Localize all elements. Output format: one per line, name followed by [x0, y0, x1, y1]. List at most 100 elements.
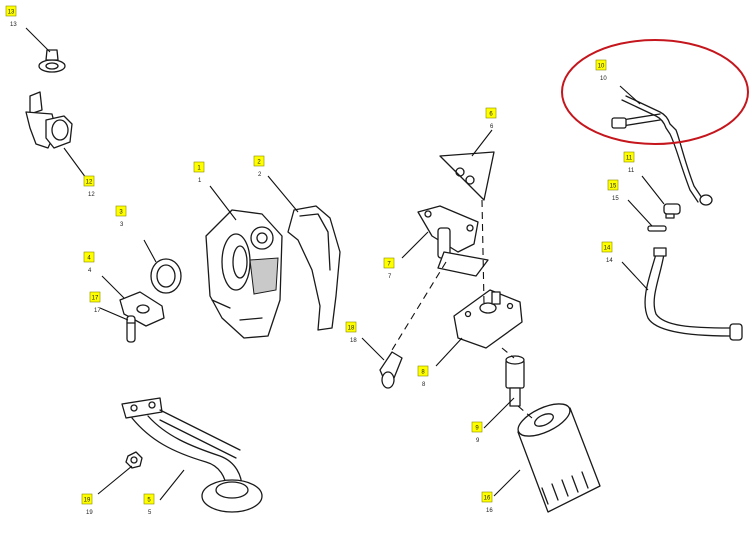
callout-number-4: 4	[88, 268, 92, 274]
callout-1: 11	[193, 161, 205, 184]
callout-number-13: 13	[10, 22, 17, 28]
part-18-fitting	[379, 351, 403, 389]
part-7-filter-adapter	[417, 205, 489, 277]
callout-number-7: 7	[388, 274, 392, 280]
callout-number-9: 9	[476, 438, 480, 444]
callout-number-3: 3	[120, 222, 124, 228]
callout-badge-text-7: 7	[387, 262, 391, 268]
callout-badge-text-3: 3	[119, 210, 123, 216]
callout-badge-17	[89, 291, 101, 303]
callout-badge-text-4: 4	[87, 256, 91, 262]
callout-10: 10 10	[595, 59, 607, 82]
callout-badge-2	[253, 155, 265, 167]
callout-8: 88	[417, 365, 429, 388]
callout-badge-15	[607, 179, 619, 191]
callout-14: 14 14	[601, 241, 613, 264]
part-16-oil-filter	[517, 403, 601, 513]
callout-badge-text-17: 17	[92, 296, 99, 302]
alignment-dashes	[391, 199, 533, 419]
callout-11: 11 11	[623, 151, 635, 174]
callout-5: 55	[143, 493, 155, 516]
callout-7: 77	[383, 257, 395, 280]
callout-badge-text-2: 2	[257, 160, 261, 166]
callout-badge-text-19: 19	[84, 498, 91, 504]
callout-number-17: 17	[94, 308, 101, 314]
callout-number-2: 2	[258, 172, 262, 178]
callout-2: 22	[253, 155, 265, 178]
callout-badge-9	[471, 421, 483, 433]
callout-number-15: 15	[612, 196, 619, 202]
part-1-oil-pump-housing	[205, 209, 283, 339]
callout-number-11: 11	[628, 168, 635, 174]
callout-badge-7	[383, 257, 395, 269]
callout-12: 12 12	[83, 175, 95, 198]
part-6-triangle-gasket	[439, 151, 495, 201]
callout-number-5: 5	[148, 510, 152, 516]
part-13-bolt-washer	[38, 49, 66, 73]
callout-badge-text-16: 16	[484, 496, 491, 502]
callout-badge-text-12: 12	[86, 180, 93, 186]
callout-badge-text-11: 11	[626, 156, 633, 162]
callout-badge-text-18: 18	[348, 326, 355, 332]
callout-badge-11	[623, 151, 635, 163]
part-2-front-cover-gasket	[287, 205, 341, 331]
leader-lines	[25, 27, 665, 501]
callout-badge-13	[5, 5, 17, 17]
callout-badge-text-9: 9	[475, 426, 479, 432]
callout-number-18: 18	[350, 338, 357, 344]
callout-badge-12	[83, 175, 95, 187]
callout-badge-19	[81, 493, 93, 505]
callout-badge-text-6: 6	[489, 112, 493, 118]
callout-3: 33	[115, 205, 127, 228]
part-12-bracket	[25, 91, 73, 149]
part-14-return-hose	[644, 247, 743, 341]
callout-13: 13 13	[5, 5, 17, 28]
callout-badge-text-10: 10	[598, 64, 605, 70]
part-5-oil-pickup-tube	[121, 397, 263, 513]
part-19-nut	[125, 451, 143, 469]
part-9-threaded-stud	[505, 355, 525, 407]
callout-number-8: 8	[422, 382, 426, 388]
callout-number-6: 6	[490, 124, 494, 130]
part-10-oil-line	[611, 95, 713, 206]
part-3-seal-ring	[150, 258, 182, 294]
part-8-filter-housing	[453, 289, 523, 349]
callout-6: 66	[485, 107, 497, 130]
callout-badge-3	[115, 205, 127, 217]
callout-9: 99	[471, 421, 483, 444]
callout-badge-5	[143, 493, 155, 505]
callout-number-19: 19	[86, 510, 93, 516]
callout-badge-text-15: 15	[610, 184, 617, 190]
callout-labels: 1313121233441717112266771818889916161919…	[5, 5, 635, 516]
part-15-pin	[647, 225, 667, 232]
callout-number-12: 12	[88, 192, 95, 198]
callout-4: 44	[83, 251, 95, 274]
callout-badge-10	[595, 59, 607, 71]
part-11-fitting-bolt	[663, 203, 681, 219]
callout-badge-text-13: 13	[8, 10, 15, 16]
callout-badge-text-14: 14	[604, 246, 611, 252]
callout-number-16: 16	[486, 508, 493, 514]
callout-badge-6	[485, 107, 497, 119]
callout-badge-8	[417, 365, 429, 377]
callout-badge-14	[601, 241, 613, 253]
callout-badge-1	[193, 161, 205, 173]
callout-number-1: 1	[198, 178, 202, 184]
highlight-circle	[561, 39, 749, 145]
callout-badge-text-8: 8	[421, 370, 425, 376]
callout-badge-text-5: 5	[147, 498, 151, 504]
callout-badge-16	[481, 491, 493, 503]
callout-badge-text-1: 1	[197, 166, 201, 172]
callout-number-10: 10	[600, 76, 607, 82]
callout-badge-4	[83, 251, 95, 263]
part-17-dowel-pin	[126, 315, 136, 343]
callout-number-14: 14	[606, 258, 613, 264]
callout-badge-18	[345, 321, 357, 333]
